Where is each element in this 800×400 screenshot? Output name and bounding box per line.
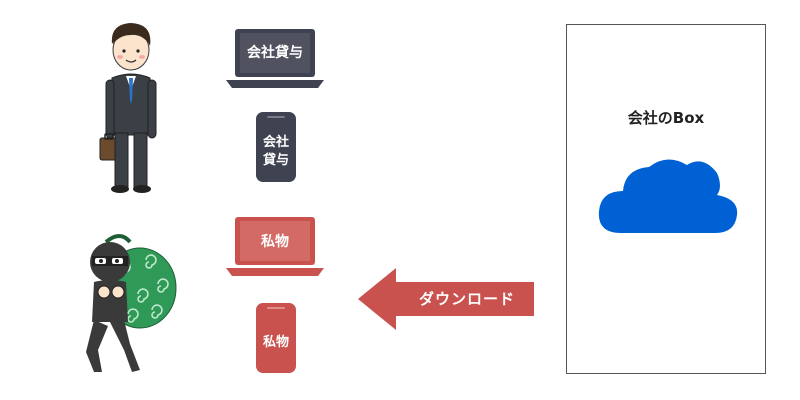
download-label: ダウンロード — [418, 290, 515, 308]
company-phone: 会社 貸与 — [256, 112, 296, 182]
laptop-icon — [226, 29, 324, 88]
company-laptop-label: 会社貸与 — [247, 45, 303, 61]
thief-icon — [86, 234, 177, 372]
private-phone: 私物 — [256, 303, 296, 373]
arrow-left-icon — [358, 268, 534, 330]
laptop-icon — [226, 217, 324, 276]
download-arrow: ダウンロード — [358, 268, 534, 330]
company-phone-label-line1: 会社 — [262, 135, 289, 150]
private-laptop-label: 私物 — [261, 234, 289, 250]
smartphone-icon — [256, 112, 296, 182]
businessman-icon — [99, 23, 157, 193]
company-box-title: 会社のBox — [627, 109, 705, 127]
company-phone-label-line2: 貸与 — [262, 153, 289, 168]
private-laptop: 私物 — [226, 216, 324, 278]
private-phone-label: 私物 — [262, 335, 289, 350]
company-laptop: 会社貸与 — [226, 28, 324, 90]
smartphone-icon — [256, 303, 296, 373]
company-box-panel: 会社のBox — [566, 24, 766, 374]
cloud-icon — [598, 159, 738, 233]
